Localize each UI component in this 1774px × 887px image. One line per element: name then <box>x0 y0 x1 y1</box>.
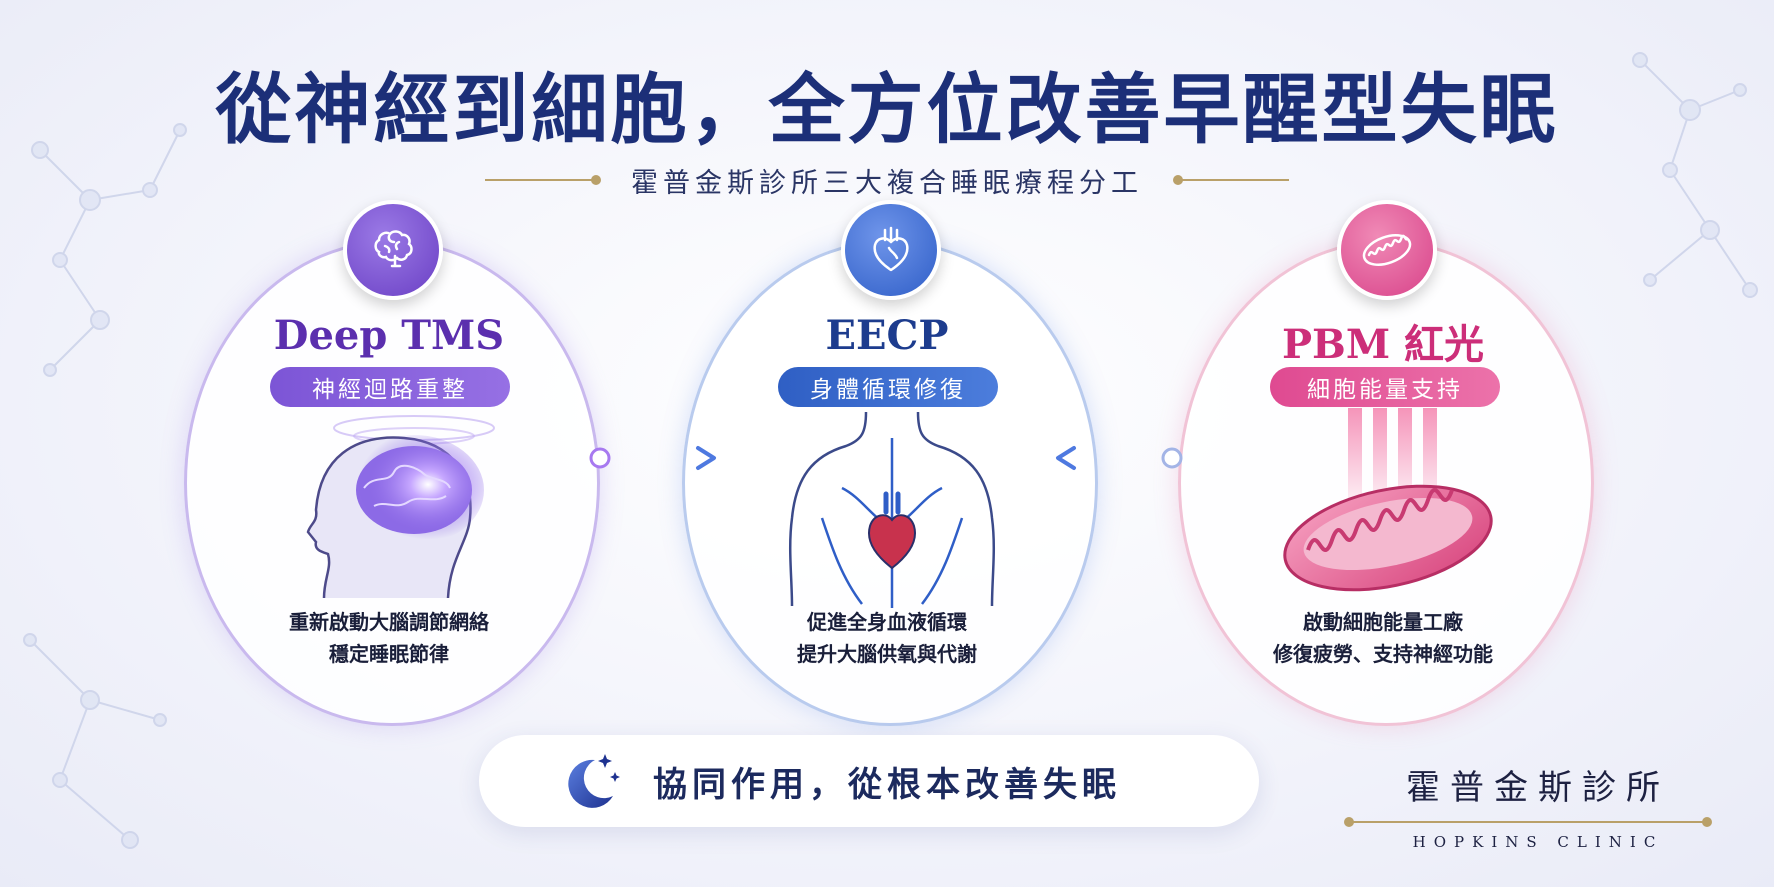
synergy-text: 協同作用，從根本改善失眠 <box>653 764 1121 805</box>
treatment-name: PBM 紅光 <box>1281 321 1485 368</box>
head-brain-illustration <box>306 415 495 599</box>
treatment-description: 重新啟動大腦調節網絡 穩定睡眠節律 <box>289 610 489 666</box>
treatment-name: EECP <box>825 312 949 359</box>
treatment-tag: 身體循環修復 <box>778 367 998 407</box>
mitochondria-illustration <box>1283 408 1493 592</box>
clinic-name-zh: 霍普金斯診所 <box>1406 768 1670 808</box>
clinic-logo: 霍普金斯診所 HOPKINS CLINIC <box>1344 760 1728 851</box>
treatment-tag: 神經迴路重整 <box>270 367 510 407</box>
moon-stars-icon <box>568 754 620 808</box>
treatment-description: 促進全身血液循環 提升大腦供氧與代謝 <box>797 610 977 666</box>
arrow-right-connector <box>589 446 716 470</box>
treatment-name: Deep TMS <box>273 312 505 359</box>
clinic-name-en: HOPKINS CLINIC <box>1412 833 1664 851</box>
subtitle-rule-left <box>485 175 601 185</box>
treatment-description: 啟動細胞能量工廠 修復疲勞、支持神經功能 <box>1273 610 1493 666</box>
mitochondria-icon <box>1337 200 1437 300</box>
panel-eecp <box>682 240 1098 726</box>
synergy-banner: 協同作用，從根本改善失眠 <box>479 735 1259 827</box>
page-subtitle: 霍普金斯診所三大複合睡眠療程分工 <box>631 167 1143 199</box>
subtitle-rule-right <box>1173 175 1289 185</box>
page-title: 從神經到細胞，全方位改善早醒型失眠 <box>215 65 1559 154</box>
heart-icon <box>841 200 941 300</box>
clinic-rule <box>1344 817 1712 827</box>
brain-icon <box>343 200 443 300</box>
circulatory-system-illustration <box>788 411 996 608</box>
arrow-left-connector <box>1056 446 1183 470</box>
subtitle-row: 霍普金斯診所三大複合睡眠療程分工 <box>0 160 1774 200</box>
treatment-tag: 細胞能量支持 <box>1270 367 1500 407</box>
